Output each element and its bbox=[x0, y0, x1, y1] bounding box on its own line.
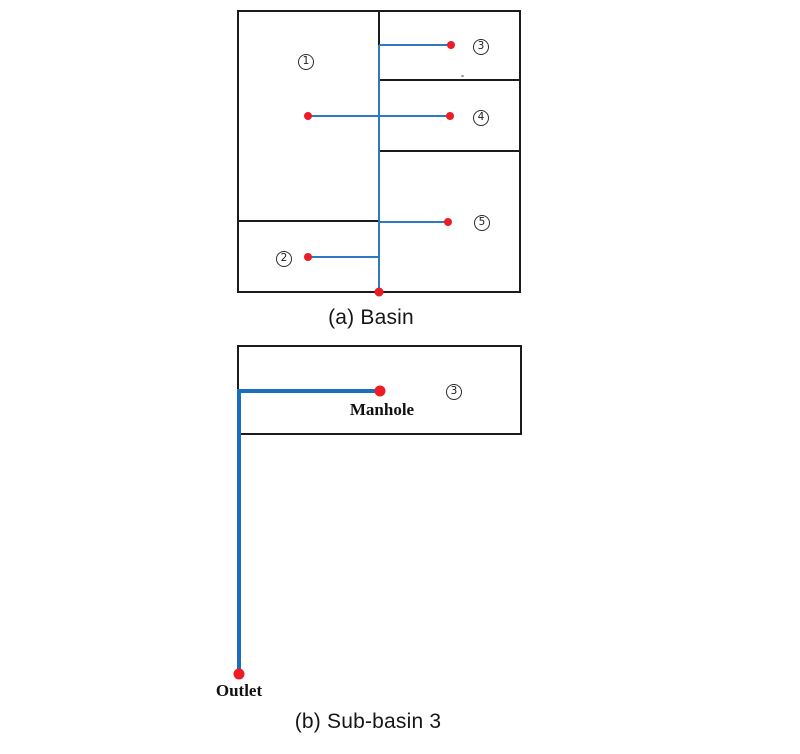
manhole-dot-subbasin-1 bbox=[304, 112, 312, 120]
panel-a-caption: (a) Basin bbox=[328, 306, 414, 329]
divider-below-subbasin-4 bbox=[379, 150, 520, 152]
print-artifact-dot bbox=[461, 75, 464, 77]
subbasin-4-label: 4 bbox=[473, 110, 489, 126]
lateral-subbasin-1-4 bbox=[308, 115, 450, 117]
subbasin3-circled-label: 3 bbox=[446, 384, 462, 400]
lateral-subbasin-3 bbox=[379, 44, 451, 46]
subbasin-2-label: 2 bbox=[276, 251, 292, 267]
subbasin-1-label: 1 bbox=[298, 54, 314, 70]
manhole-dot-subbasin-4 bbox=[446, 112, 454, 120]
manhole-label: Manhole bbox=[349, 400, 415, 419]
subbasin-3-label: 3 bbox=[473, 39, 489, 55]
conduit-horizontal bbox=[237, 389, 380, 393]
outlet-label: Outlet bbox=[215, 681, 263, 700]
manhole-dot-subbasin-2 bbox=[304, 253, 312, 261]
divider-below-subbasin-3 bbox=[379, 79, 520, 81]
outlet-node-dot bbox=[233, 668, 245, 680]
divider-vertical-top bbox=[378, 11, 380, 47]
lateral-subbasin-2 bbox=[308, 256, 379, 258]
manhole-dot-subbasin-5 bbox=[444, 218, 452, 226]
main-channel-line bbox=[378, 45, 380, 292]
subbasin-5-label: 5 bbox=[474, 215, 490, 231]
lateral-subbasin-5 bbox=[379, 221, 449, 223]
manhole-dot-subbasin-3 bbox=[447, 41, 455, 49]
manhole-node-dot bbox=[374, 385, 386, 397]
conduit-vertical bbox=[237, 389, 241, 674]
divider-above-subbasin-2 bbox=[238, 220, 379, 222]
basin-outlet-dot bbox=[374, 287, 384, 297]
panel-b-caption: (b) Sub-basin 3 bbox=[294, 710, 442, 733]
